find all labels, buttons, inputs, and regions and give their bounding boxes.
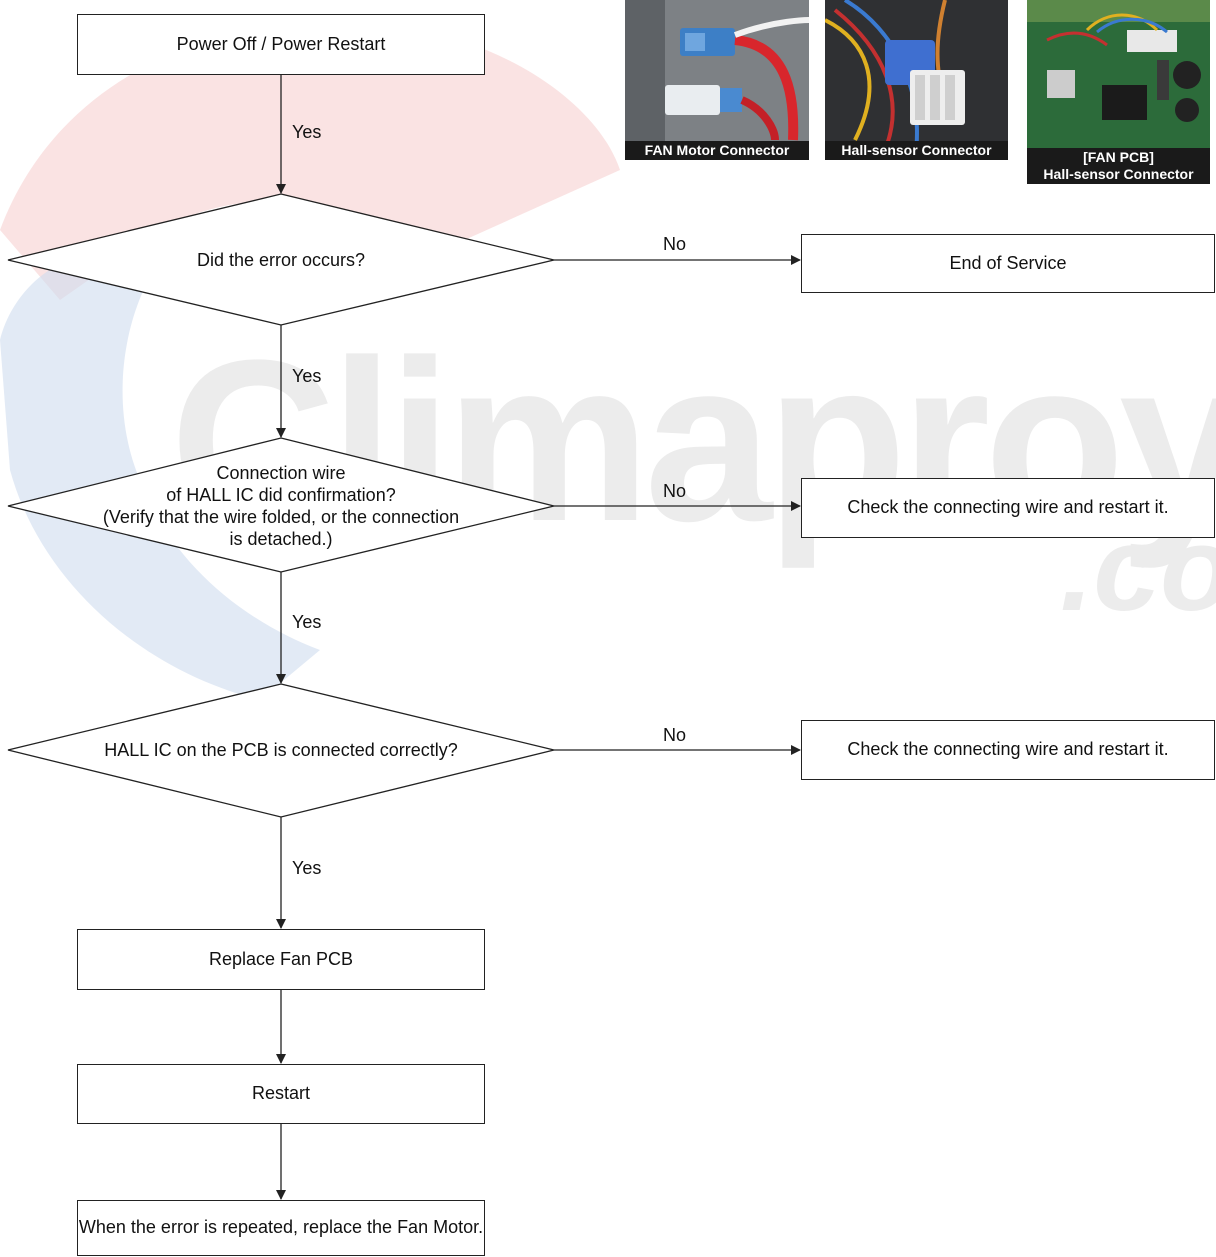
check-wire-text-2: Check the connecting wire and restart it… (847, 739, 1169, 760)
check-wire-box-1: Check the connecting wire and restart it… (801, 478, 1215, 538)
decision-2-line-1: Connection wire (216, 463, 346, 483)
fan-pcb-photo: [FAN PCB] Hall-sensor Connector (1027, 0, 1210, 184)
fan-pcb-caption: [FAN PCB] Hall-sensor Connector (1027, 148, 1210, 184)
decision-2-line-4: is detached.) (229, 529, 333, 549)
replace-motor-text: When the error is repeated, replace the … (78, 1217, 484, 1238)
start-box: Power Off / Power Restart (77, 14, 485, 75)
restart-text: Restart (251, 1083, 311, 1104)
replace-motor-box: When the error is repeated, replace the … (77, 1200, 485, 1256)
yes-label-4: Yes (292, 858, 322, 878)
no-label-1: No (663, 234, 687, 254)
start-text: Power Off / Power Restart (176, 33, 386, 54)
end-of-service-text: End of Service (949, 252, 1067, 273)
yes-label-3: Yes (292, 612, 322, 632)
replace-pcb-box: Replace Fan PCB (77, 929, 485, 990)
decision-1-text: Did the error occurs? (196, 250, 366, 270)
fan-motor-connector-image (625, 0, 809, 160)
yes-label-1: Yes (292, 122, 322, 142)
yes-label-2: Yes (292, 366, 322, 386)
fan-motor-connector-caption: FAN Motor Connector (625, 141, 809, 160)
decision-2-line-3: (Verify that the wire folded, or the con… (102, 507, 460, 527)
decision-1-shape (7, 193, 555, 326)
no-label-2: No (663, 481, 687, 501)
decision-2-shape (7, 437, 555, 573)
no-label-3: No (663, 725, 687, 745)
check-wire-text-1: Check the connecting wire and restart it… (847, 497, 1169, 518)
decision-3-text: HALL IC on the PCB is connected correctl… (104, 740, 458, 760)
restart-box: Restart (77, 1064, 485, 1124)
fan-pcb-caption-line-1: [FAN PCB] (1083, 149, 1154, 165)
fan-motor-connector-photo: FAN Motor Connector (625, 0, 809, 160)
decision-2-line-2: of HALL IC did confirmation? (166, 485, 396, 505)
hall-sensor-connector-caption: Hall-sensor Connector (825, 141, 1008, 160)
fan-pcb-caption-line-2: Hall-sensor Connector (1043, 166, 1194, 182)
replace-pcb-text: Replace Fan PCB (208, 948, 354, 969)
hall-sensor-connector-image (825, 0, 1008, 160)
check-wire-box-2: Check the connecting wire and restart it… (801, 720, 1215, 780)
watermark-blue-shape (0, 260, 320, 700)
decision-2-text: Connection wire of HALL IC did confirmat… (60, 450, 502, 562)
decision-3-shape (7, 683, 555, 818)
hall-sensor-connector-photo: Hall-sensor Connector (825, 0, 1008, 160)
end-of-service-box: End of Service (801, 234, 1215, 293)
